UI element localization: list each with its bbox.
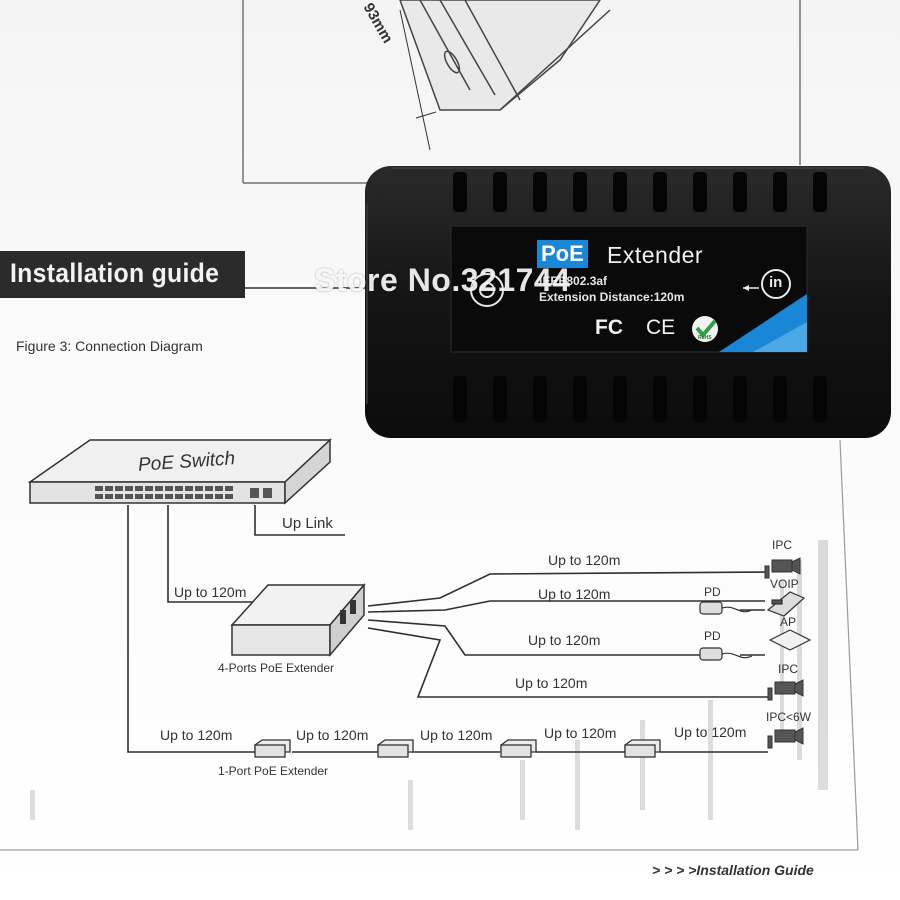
hub-label: 4-Ports PoE Extender <box>218 661 334 675</box>
distance-label: Up to 120m <box>528 632 600 648</box>
footer-label: > > > >Installation Guide <box>652 862 814 878</box>
port-in-icon <box>761 269 791 299</box>
pd-splitter-icon <box>699 647 753 661</box>
sketch-line <box>499 9 611 111</box>
distance-label: Up to 120m <box>515 675 587 691</box>
switch-ports <box>95 486 272 499</box>
distance-label: Up to 120m <box>538 586 610 602</box>
device-label-pd: PD <box>704 629 721 643</box>
distance-label: Up to 120m <box>296 727 368 743</box>
distance-label: Up to 120m <box>420 727 492 743</box>
in-port-label: in <box>769 274 783 291</box>
figure-caption: Figure 3: Connection Diagram <box>16 338 203 354</box>
device-label-ap: AP <box>780 615 796 629</box>
hub-front <box>231 624 331 656</box>
ce-mark: CE <box>646 316 676 339</box>
device-label-pd: PD <box>704 585 721 599</box>
device-label-ipc-low: IPC<6W <box>766 710 812 724</box>
poe-switch-front <box>29 481 286 504</box>
poe-extender-device: PoE Extender IEEE802.3af Extension Dista… <box>363 164 893 441</box>
device-body <box>365 166 891 438</box>
standard-text: IEEE802.3af <box>539 274 608 288</box>
sketch-line <box>439 0 496 96</box>
sketch-hole <box>443 50 461 74</box>
page-edge <box>839 439 859 851</box>
dimension-text: 93mm <box>360 0 396 46</box>
device-label-ipc: IPC <box>772 538 792 552</box>
pd-splitter-icon <box>699 601 753 615</box>
brand-name: Extender <box>607 242 704 268</box>
fc-mark: FC <box>595 316 623 339</box>
dimension-line <box>399 9 431 151</box>
dimension-line <box>415 111 437 119</box>
voip-phone-icon <box>766 591 806 617</box>
distance-label: Up to 120m <box>674 724 746 740</box>
chain-extender <box>254 739 291 758</box>
distance-label: Up to 120m <box>174 584 246 600</box>
chain-extender <box>377 739 414 758</box>
sketch-line <box>464 0 521 101</box>
single-extender-label: 1-Port PoE Extender <box>218 764 328 778</box>
installation-guide-title: Installation guide <box>10 258 220 288</box>
chain-extender <box>624 739 661 758</box>
device-label-ipc: IPC <box>778 662 798 676</box>
distance-spec: Extension Distance:120m <box>539 290 685 304</box>
brand-badge: PoE <box>537 240 588 268</box>
installation-guide-banner: Installation guide <box>0 251 245 298</box>
chain-extender <box>500 739 537 758</box>
show-through-marks <box>30 540 828 830</box>
sketch-line <box>419 0 471 91</box>
device-label-voip: VOIP <box>770 577 799 591</box>
ipc-camera-icon <box>767 679 804 701</box>
device-sketch <box>399 0 601 111</box>
rohs-mark: RoHS <box>698 335 712 341</box>
access-point-icon <box>768 629 812 651</box>
distance-label: Up to 120m <box>544 725 616 741</box>
recycle-icon <box>470 273 504 307</box>
brand-badge-text: PoE <box>541 241 584 266</box>
distance-label: Up to 120m <box>548 552 620 568</box>
store-watermark: Store No.321744 <box>314 262 571 298</box>
ipc-camera-icon <box>767 727 804 749</box>
ipc-camera-icon <box>764 557 801 579</box>
cables <box>127 505 770 753</box>
uplink-label: Up Link <box>282 515 333 532</box>
distance-label: Up to 120m <box>160 727 232 743</box>
poe-switch-side <box>284 438 331 505</box>
